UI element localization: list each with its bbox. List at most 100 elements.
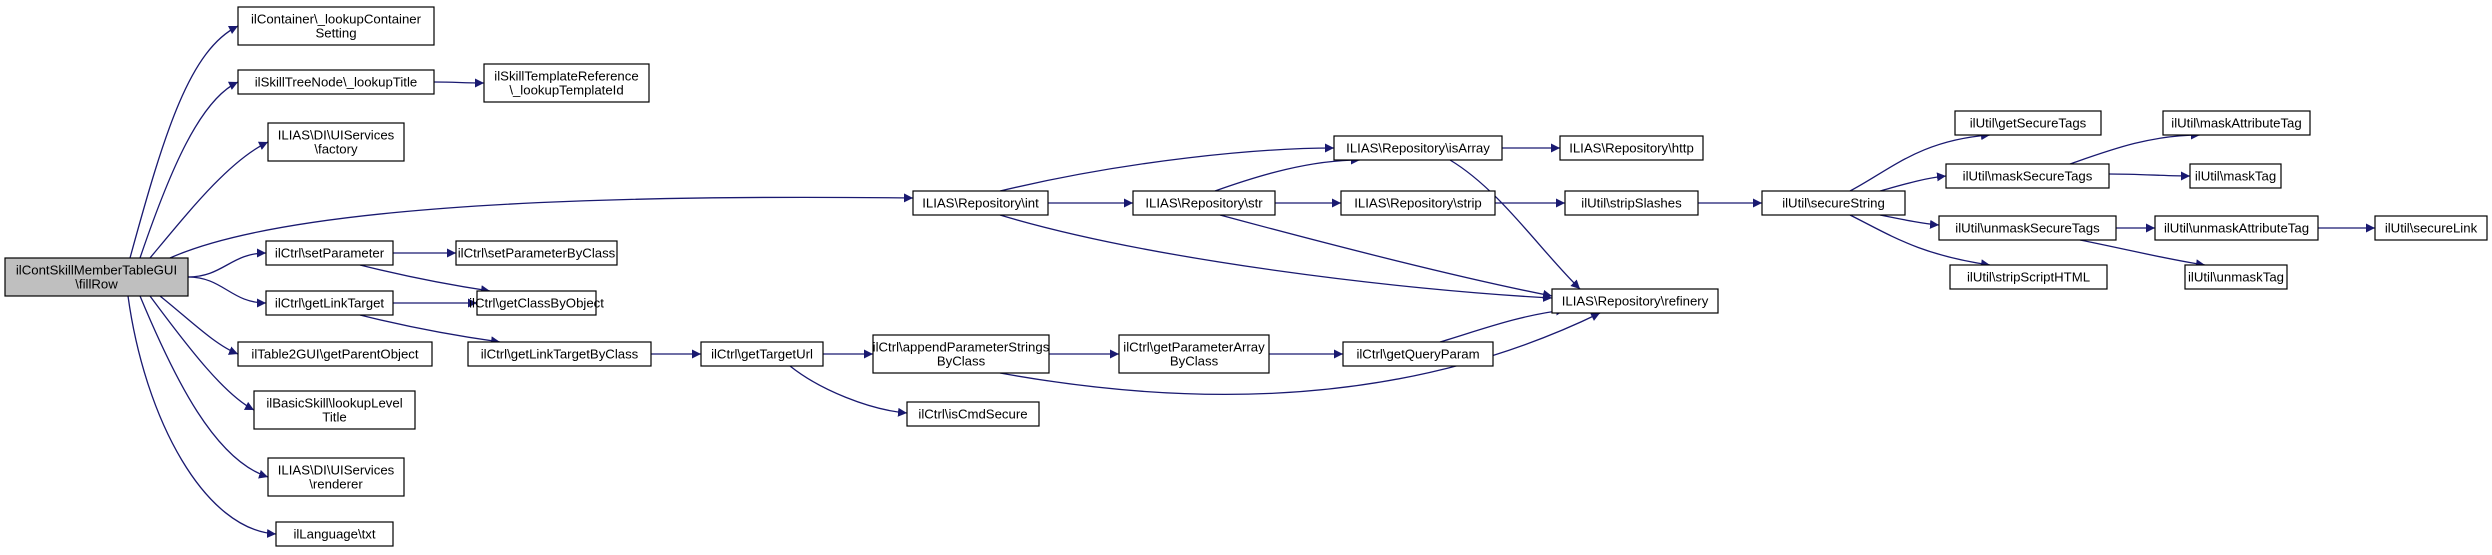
node-repoIsArray[interactable]: ILIAS\Repository\isArray [1333, 135, 1503, 161]
node-label-line: ilContSkillMemberTableGUI [16, 263, 177, 278]
node-repoStr[interactable]: ILIAS\Repository\str [1132, 190, 1276, 216]
node-secureLink[interactable]: ilUtil\secureLink [2374, 215, 2488, 241]
node-label-line: ilLanguage\txt [293, 527, 375, 542]
edge-repoStr-to-repoRefinery [1219, 214, 1553, 299]
edge-root-to-getLinkTarget [187, 276, 267, 308]
node-uiRenderer[interactable]: ILIAS\DI\UIServices\renderer [267, 457, 405, 497]
node-box [1938, 215, 2117, 241]
node-label-line: ilUtil\unmaskAttributeTag [2164, 221, 2309, 236]
node-box [483, 63, 650, 103]
edge-root-to-uiRenderer [139, 295, 269, 479]
node-unmaskTag[interactable]: ilUtil\unmaskTag [2184, 264, 2288, 290]
node-label-line: ilCtrl\setParameter [275, 246, 385, 261]
node-isCmdSecure[interactable]: ilCtrl\isCmdSecure [906, 401, 1040, 427]
node-skillTemplateRef[interactable]: ilSkillTemplateReference\_lookupTemplate… [483, 63, 650, 103]
node-repoRefinery[interactable]: ILIAS\Repository\refinery [1551, 288, 1719, 314]
edge-line [1214, 155, 1361, 192]
edge-secureString-to-maskSecureTags [1879, 172, 1947, 192]
node-label-line: Title [322, 410, 346, 425]
edge-appendParamStrings-to-repoRefinery [999, 312, 1601, 396]
edge-repoInt-to-repoRefinery [999, 214, 1553, 303]
edge-line [2079, 239, 2206, 269]
node-box [2189, 163, 2282, 189]
node-label-line: ilContainer\_lookupContainer [251, 12, 422, 27]
node-box [912, 190, 1049, 216]
node-box [1945, 163, 2110, 189]
node-box [237, 69, 435, 95]
node-getLinkTarget[interactable]: ilCtrl\getLinkTarget [265, 290, 394, 316]
edge-root-to-skillTreeLookup [139, 81, 239, 259]
edge-line [139, 81, 239, 259]
edge-line [127, 295, 277, 538]
nodes-layer: ilContSkillMemberTableGUI\fillRow ilConta… [4, 6, 2488, 547]
node-label-line: ilUtil\stripSlashes [1581, 196, 1682, 211]
edge-line [1219, 214, 1553, 299]
node-maskAttributeTag[interactable]: ilUtil\maskAttributeTag [2162, 110, 2311, 136]
node-box [1559, 135, 1704, 161]
node-getSecureTags[interactable]: ilUtil\getSecureTags [1954, 110, 2102, 136]
node-label-line: ilCtrl\setParameterByClass [458, 246, 616, 261]
node-maskSecureTags[interactable]: ilUtil\maskSecureTags [1945, 163, 2110, 189]
node-unmaskAttributeTag[interactable]: ilUtil\unmaskAttributeTag [2154, 215, 2319, 241]
edge-maskSecureTags-to-maskAttributeTag [2069, 130, 2201, 165]
node-setParameter[interactable]: ilCtrl\setParameter [265, 240, 394, 266]
node-stripScriptHTML[interactable]: ilUtil\stripScriptHTML [1949, 264, 2108, 290]
edge-line [789, 365, 908, 417]
node-getTargetUrl[interactable]: ilCtrl\getTargetUrl [700, 341, 824, 367]
node-uiFactory[interactable]: ILIAS\DI\UIServices\factory [267, 122, 405, 162]
node-setParameterByClass[interactable]: ilCtrl\setParameterByClass [455, 240, 618, 266]
node-stripSlashes[interactable]: ilUtil\stripSlashes [1564, 190, 1699, 216]
node-getLinkTargetByClass[interactable]: ilCtrl\getLinkTargetByClass [467, 341, 652, 367]
node-box [2374, 215, 2488, 241]
node-maskTag[interactable]: ilUtil\maskTag [2189, 163, 2282, 189]
node-getClassByObject[interactable]: ilCtrl\getClassByObject [469, 290, 604, 316]
node-box [1949, 264, 2108, 290]
node-label-line: ByClass [937, 354, 986, 369]
edge-root-to-uiFactory [149, 141, 269, 259]
edge-repoStr-to-repoIsArray [1214, 155, 1361, 192]
node-secureString[interactable]: ilUtil\secureString [1761, 190, 1906, 216]
node-label-line: ILIAS\Repository\refinery [1562, 294, 1709, 309]
node-label-line: Setting [315, 26, 356, 41]
node-box [700, 341, 824, 367]
edge-repoInt-to-repoIsArray [999, 143, 1335, 192]
node-label-line: ILIAS\Repository\isArray [1346, 141, 1490, 156]
node-languageTxt[interactable]: ilLanguage\txt [275, 521, 394, 547]
node-getParentObject[interactable]: ilTable2GUI\getParentObject [237, 341, 433, 367]
node-skillTreeLookup[interactable]: ilSkillTreeNode\_lookupTitle [237, 69, 435, 95]
node-unmaskSecureTags[interactable]: ilUtil\unmaskSecureTags [1938, 215, 2117, 241]
node-box [1118, 334, 1270, 374]
node-box [267, 457, 405, 497]
node-repoStrip[interactable]: ILIAS\Repository\strip [1340, 190, 1496, 216]
edge-maskSecureTags-to-maskTag [2108, 171, 2191, 181]
node-box [2162, 110, 2311, 136]
node-label-line: ilCtrl\getParameterArray [1123, 340, 1265, 355]
edge-line [2108, 171, 2191, 181]
edge-line [359, 264, 491, 295]
node-label-line: ilCtrl\getLinkTargetByClass [481, 347, 639, 362]
edge-line [149, 141, 269, 259]
node-repoHttp[interactable]: ILIAS\Repository\http [1559, 135, 1704, 161]
node-label-line: ilCtrl\getQueryParam [1356, 347, 1479, 362]
edge-line [999, 214, 1553, 303]
node-label-line: ILIAS\Repository\http [1569, 141, 1694, 156]
node-label-line: ILIAS\DI\UIServices [278, 128, 395, 143]
edge-line [1439, 306, 1566, 343]
node-getQueryParam[interactable]: ilCtrl\getQueryParam [1342, 341, 1494, 367]
node-box [265, 290, 394, 316]
node-repoInt[interactable]: ILIAS\Repository\int [912, 190, 1049, 216]
node-box [253, 390, 416, 430]
node-label-line: ilUtil\secureLink [2385, 221, 2478, 236]
node-label-line: ilCtrl\getTargetUrl [711, 347, 813, 362]
edge-line [187, 248, 267, 278]
node-box [237, 341, 433, 367]
node-box [872, 334, 1050, 374]
node-label-line: \fillRow [75, 277, 118, 292]
node-label-line: ilTable2GUI\getParentObject [251, 347, 418, 362]
node-root[interactable]: ilContSkillMemberTableGUI\fillRow [4, 257, 189, 297]
edge-root-to-repoInt [169, 193, 914, 259]
